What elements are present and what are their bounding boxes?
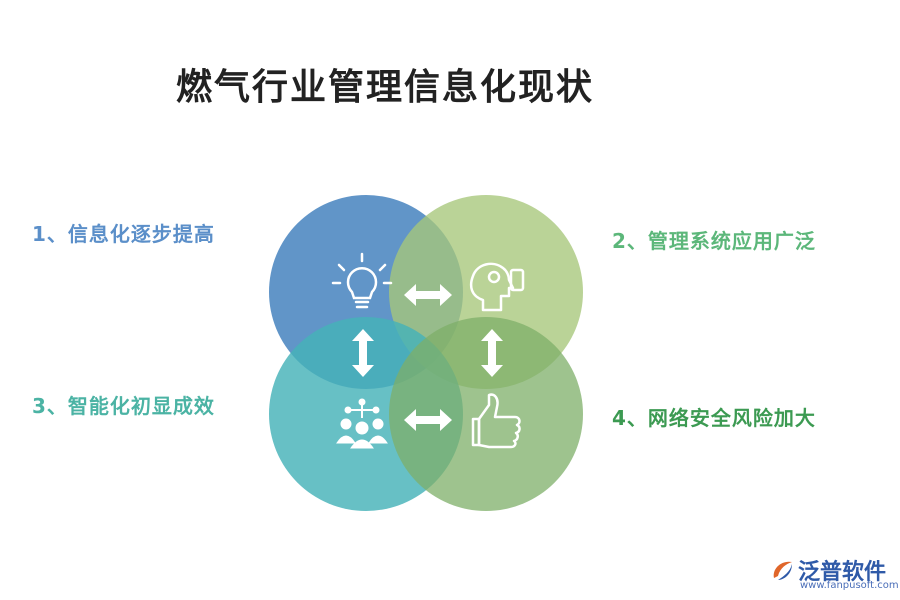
- double-arrow-vertical-icon: [352, 329, 374, 377]
- watermark-url: www.fanpusoft.com: [800, 580, 899, 591]
- double-arrow-vertical-icon: [481, 329, 503, 377]
- double-arrow-horizontal-icon: [404, 284, 452, 306]
- thumbs-up-icon: [471, 393, 521, 449]
- team-network-icon: [336, 398, 388, 449]
- lightbulb-icon: [331, 252, 393, 309]
- item-label-4: 4、网络安全风险加大: [612, 406, 816, 430]
- fanpu-logo-icon: [773, 561, 792, 580]
- head-gear-icon: [469, 262, 525, 312]
- circle-4: [389, 317, 583, 511]
- item-label-3: 3、智能化初显成效: [32, 394, 215, 418]
- double-arrow-horizontal-icon: [404, 409, 452, 431]
- item-label-2: 2、管理系统应用广泛: [612, 229, 816, 253]
- watermark-name: 泛普软件: [798, 560, 887, 585]
- item-label-1: 1、信息化逐步提高: [32, 222, 215, 246]
- page-title: 燃气行业管理信息化现状: [176, 67, 595, 108]
- watermark-logo: 泛普软件 www.fanpusoft.com: [770, 552, 899, 594]
